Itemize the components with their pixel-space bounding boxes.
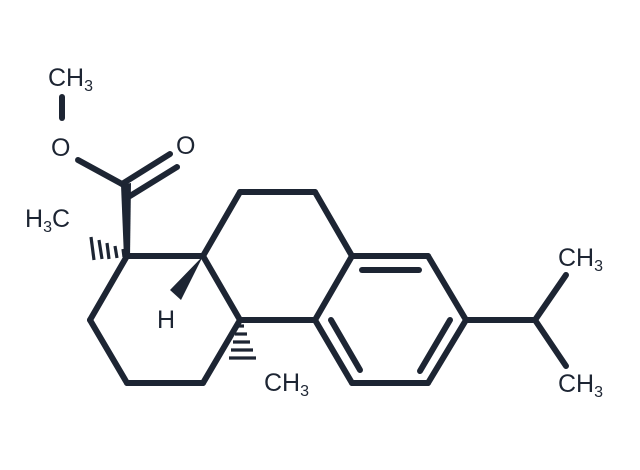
hash-bond-c10-methyl bbox=[229, 324, 256, 360]
bond-c10-c5 bbox=[200, 253, 243, 323]
c1-methyl-label: H3C bbox=[25, 205, 71, 236]
wedge-bond-c1-ester bbox=[121, 183, 131, 258]
bond-c11-c9 bbox=[312, 317, 355, 386]
bond-c14-c13 bbox=[425, 253, 469, 323]
bond-isopropyl-bottom bbox=[532, 317, 569, 369]
hydrogen-label: H bbox=[157, 306, 176, 334]
bond-isopropyl-top bbox=[532, 272, 569, 323]
c10-methyl-label: CH3 bbox=[264, 369, 310, 400]
bond-c5-c6 bbox=[200, 189, 243, 259]
bond-c1-c2 bbox=[87, 253, 130, 323]
bond-c4-c10 bbox=[200, 317, 243, 386]
bond-oxygen-carbonyl-carbon bbox=[75, 157, 125, 187]
bond-aromatic-inner-right bbox=[417, 317, 453, 374]
bond-c13-c12 bbox=[425, 317, 469, 386]
carbonyl-oxygen-label: O bbox=[176, 132, 196, 160]
isopropyl-bottom-methyl-label: CH3 bbox=[558, 370, 604, 401]
isopropyl-top-methyl-label: CH3 bbox=[558, 244, 604, 275]
bond-c7-c8 bbox=[312, 189, 355, 259]
bond-aromatic-inner-left bbox=[328, 317, 363, 373]
bond-carbonyl-double-1 bbox=[119, 151, 173, 187]
bond-c2-c3 bbox=[87, 317, 130, 386]
methyl-ester-label: CH3 bbox=[48, 64, 94, 95]
bond-c9-c8 bbox=[312, 253, 355, 323]
bond-carbonyl-double-2 bbox=[127, 164, 180, 199]
wedge-bond-c5-hydrogen bbox=[170, 256, 203, 300]
hash-bond-c1-methyl bbox=[89, 236, 126, 261]
ester-oxygen-label: O bbox=[51, 134, 71, 162]
